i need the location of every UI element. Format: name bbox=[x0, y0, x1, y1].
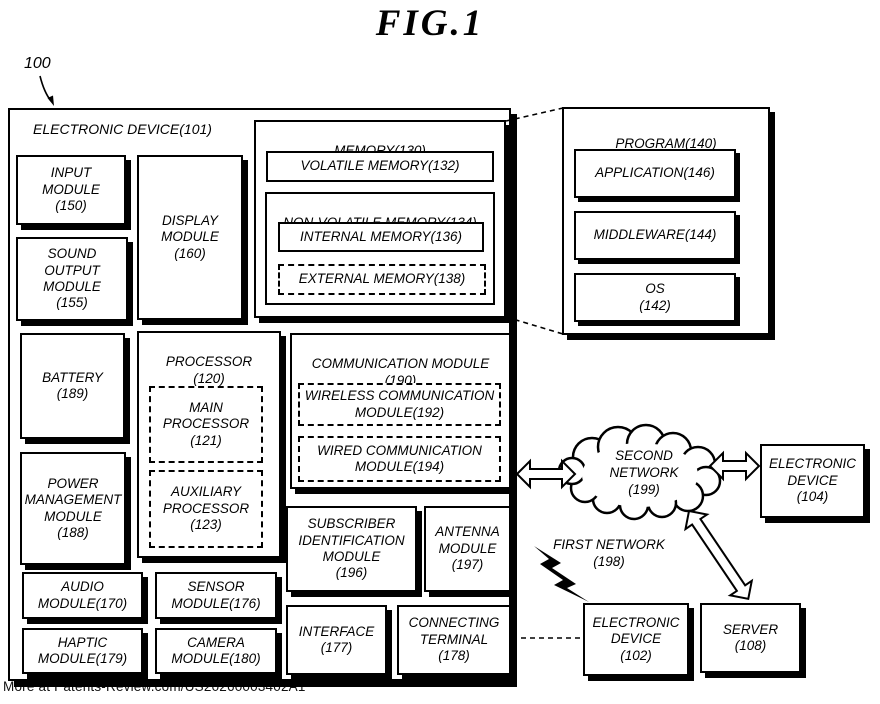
program-label: PROGRAM(140) bbox=[615, 136, 717, 152]
antenna-module-box: ANTENNA MODULE (197) bbox=[424, 506, 511, 592]
sound-output-module-box: SOUND OUTPUT MODULE (155) bbox=[16, 237, 128, 321]
device101-cloud-arrow bbox=[515, 458, 577, 490]
server-108-box: SERVER (108) bbox=[700, 603, 801, 673]
processor-label: PROCESSOR (120) bbox=[165, 354, 253, 386]
memory-program-dashed-line-bottom bbox=[505, 316, 564, 335]
connecting-terminal-box: CONNECTING TERMINAL (178) bbox=[397, 605, 511, 675]
auxiliary-processor-box: AUXILIARY PROCESSOR (123) bbox=[149, 470, 263, 548]
subscriber-identification-module-box: SUBSCRIBER IDENTIFICATION MODULE (196) bbox=[286, 506, 417, 592]
battery-box: BATTERY (189) bbox=[20, 333, 125, 439]
input-module-box: INPUT MODULE (150) bbox=[16, 155, 126, 225]
wired-communication-module-box: WIRED COMMUNICATION MODULE(194) bbox=[298, 436, 501, 482]
first-network-label: FIRST NETWORK (198) bbox=[553, 537, 665, 569]
second-network-label: SECOND NETWORK (199) bbox=[609, 448, 679, 497]
reference-100-arrow bbox=[39, 75, 54, 106]
external-memory-box: EXTERNAL MEMORY(138) bbox=[278, 264, 486, 295]
power-management-module-box: POWER MANAGEMENT MODULE (188) bbox=[20, 452, 126, 565]
electronic-device-102-box: ELECTRONIC DEVICE (102) bbox=[583, 603, 689, 676]
interface-box: INTERFACE (177) bbox=[286, 605, 387, 675]
application-box: APPLICATION(146) bbox=[574, 149, 736, 198]
volatile-memory-box: VOLATILE MEMORY(132) bbox=[266, 151, 494, 182]
os-box: OS (142) bbox=[574, 273, 736, 322]
electronic-device-104-box: ELECTRONIC DEVICE (104) bbox=[760, 444, 865, 518]
communication-module-label: COMMUNICATION MODULE (190) bbox=[311, 356, 490, 388]
internal-memory-box: INTERNAL MEMORY(136) bbox=[278, 222, 484, 252]
wireless-communication-module-box: WIRELESS COMMUNICATION MODULE(192) bbox=[298, 383, 501, 426]
middleware-box: MIDDLEWARE(144) bbox=[574, 211, 736, 260]
memory-program-dashed-line-top bbox=[505, 107, 564, 122]
haptic-module-box: HAPTIC MODULE(179) bbox=[22, 628, 143, 674]
camera-module-box: CAMERA MODULE(180) bbox=[155, 628, 277, 674]
figure-title: FIG.1 bbox=[375, 3, 485, 44]
cloud-server-arrow bbox=[684, 509, 754, 601]
reference-number-100: 100 bbox=[24, 55, 51, 72]
main-processor-box: MAIN PROCESSOR (121) bbox=[149, 386, 263, 463]
display-module-box: DISPLAY MODULE (160) bbox=[137, 155, 243, 320]
audio-module-box: AUDIO MODULE(170) bbox=[22, 572, 143, 619]
electronic-device-101-label: ELECTRONIC DEVICE(101) bbox=[33, 121, 212, 137]
cloud-device104-arrow bbox=[708, 450, 761, 482]
sensor-module-box: SENSOR MODULE(176) bbox=[155, 572, 277, 619]
watermark-text: More at Patents-Review.com/US20260003402… bbox=[3, 679, 306, 694]
